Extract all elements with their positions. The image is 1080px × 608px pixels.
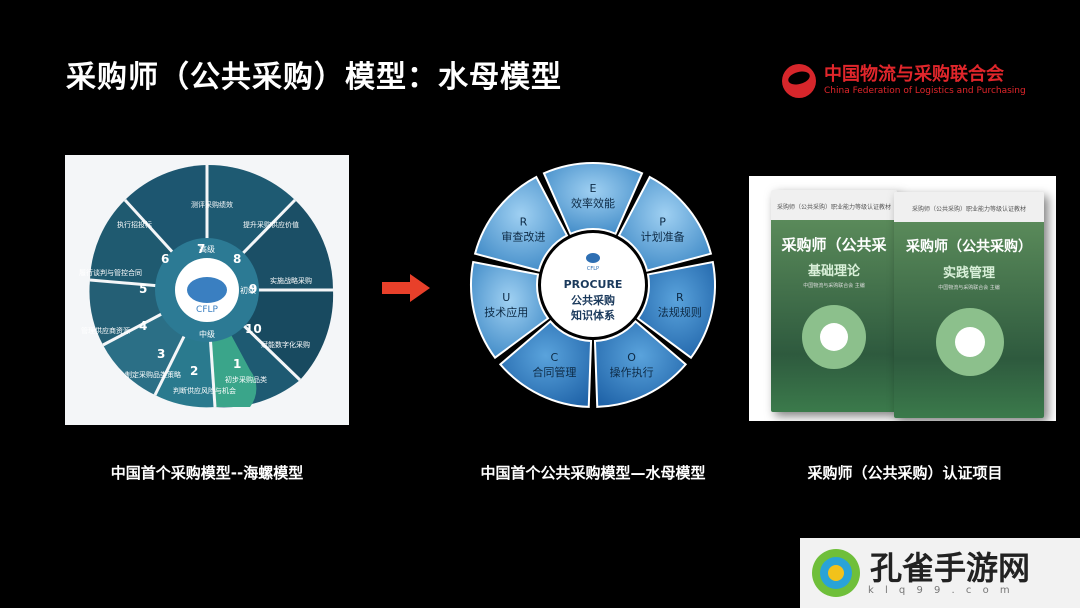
watermark-name: 孔雀手游网 <box>870 548 1031 587</box>
seg-num-6: 6 <box>161 252 169 266</box>
conch-diagram: CFLP 高级 中级 初级 1 2 3 4 5 6 7 8 9 10 初步采购品… <box>79 164 334 408</box>
petal-2 <box>593 320 688 408</box>
jellyfish-center <box>541 233 645 337</box>
petal-label: 效率效能 <box>571 196 615 210</box>
logo-en-text: China Federation of Logistics and Purcha… <box>824 86 1026 96</box>
petal-label: 技术应用 <box>484 305 528 319</box>
petal-4 <box>470 260 550 360</box>
seg-label-10: 赋能数字化采购 <box>261 340 310 349</box>
book-front-header: 采购师（公共采购）职业能力等级认证教材 <box>894 192 1044 222</box>
seg-label-1: 初步采购品类 <box>225 375 267 384</box>
jellyfish-center-line1: PROCURE <box>564 278 623 291</box>
petal-letter: O <box>627 351 636 364</box>
book-back-title: 采购师（公共采 <box>781 236 887 254</box>
petal-label: 操作执行 <box>610 365 654 379</box>
petal-label: 合同管理 <box>532 365 576 379</box>
seg-label-6: 执行招投标 <box>117 220 152 229</box>
petal-label: 审查改进 <box>501 230 545 244</box>
seg-num-3: 3 <box>157 347 165 361</box>
book-front: 采购师（公共采购）职业能力等级认证教材 采购师（公共采购） 实践管理 中国物流与… <box>894 192 1044 418</box>
book-front-title: 采购师（公共采购） <box>906 239 1032 255</box>
jellyfish-center-line3: 知识体系 <box>570 308 615 322</box>
petal-1 <box>636 260 716 360</box>
book-front-author: 中国物流与采购联合会 主编 <box>938 285 1000 291</box>
book-back: 采购师（公共采购）职业能力等级认证教材 采购师（公共采 基础理论 中国物流与采购… <box>771 190 897 412</box>
seg-num-1: 1 <box>233 357 241 371</box>
book-front-subtitle: 实践管理 <box>942 266 995 281</box>
petal-0 <box>617 175 713 272</box>
petal-label: 计划准备 <box>641 230 685 244</box>
petal-letter: R <box>676 291 684 304</box>
seg-num-9: 9 <box>249 282 257 296</box>
seg-num-4: 4 <box>139 319 147 333</box>
seg-num-7: 7 <box>197 242 205 256</box>
petal-letter: R <box>520 216 528 229</box>
seg-num-8: 8 <box>233 252 241 266</box>
seg-num-2: 2 <box>190 364 198 378</box>
jellyfish-center-badge: CFLP <box>587 266 599 272</box>
petal-5 <box>473 175 569 272</box>
cflp-logo-icon <box>782 64 816 98</box>
book-back-diagram <box>802 305 866 369</box>
conch-model-image: CFLP 高级 中级 初级 1 2 3 4 5 6 7 8 9 10 初步采购品… <box>65 155 349 425</box>
seg-label-4: 管理供应商资源 <box>81 326 130 335</box>
petal-6 <box>542 162 644 236</box>
panel2-caption: 中国首个公共采购模型—水母模型 <box>480 464 706 482</box>
seg-num-5: 5 <box>139 282 147 296</box>
book-back-subtitle: 基础理论 <box>807 264 860 279</box>
logo-cn-text: 中国物流与采购联合会 <box>824 64 1004 85</box>
petal-letter: E <box>590 182 597 195</box>
level-advanced: 高级 <box>199 244 215 254</box>
panel1-caption: 中国首个采购模型--海螺模型 <box>110 464 304 482</box>
level-basic: 初级 <box>240 285 256 295</box>
petal-letter: U <box>502 291 510 304</box>
books-image: 采购师（公共采购）职业能力等级认证教材 采购师（公共采 基础理论 中国物流与采购… <box>749 176 1056 421</box>
peacock-logo-icon <box>812 549 860 597</box>
petal-letter: C <box>551 351 559 364</box>
site-watermark: 孔雀手游网 k l q 9 9 . c o m <box>800 538 1080 608</box>
book-back-header: 采购师（公共采购）职业能力等级认证教材 <box>771 190 897 220</box>
cflp-logo: 中国物流与采购联合会 China Federation of Logistics… <box>782 64 1026 98</box>
jellyfish-center-line2: 公共采购 <box>571 293 615 307</box>
petal-3 <box>498 320 593 408</box>
seg-label-5: 履行谈判与管控合同 <box>79 268 142 277</box>
petal-letter: P <box>659 216 666 229</box>
seg-label-9: 实施战略采购 <box>270 276 312 285</box>
center-badge-text: CFLP <box>196 305 218 315</box>
panel3-caption: 采购师（公共采购）认证项目 <box>807 464 1003 482</box>
seg-label-2: 判断供应风险与机会 <box>173 386 236 395</box>
seg-label-3: 制定采购品类策略 <box>125 370 181 379</box>
slide-title: 采购师（公共采购）模型：水母模型 <box>66 60 562 95</box>
book-front-diagram <box>936 308 1004 376</box>
petal-label: 法规规则 <box>658 305 702 319</box>
seg-num-10: 10 <box>245 322 262 336</box>
seg-label-8: 提升采购供应价值 <box>243 220 299 229</box>
right-arrow-icon <box>382 274 430 302</box>
seg-label-7: 测评采购绩效 <box>191 200 233 209</box>
level-mid: 中级 <box>199 329 215 339</box>
watermark-url: k l q 9 9 . c o m <box>868 584 1014 596</box>
book-back-author: 中国物流与采购联合会 主编 <box>803 283 865 289</box>
